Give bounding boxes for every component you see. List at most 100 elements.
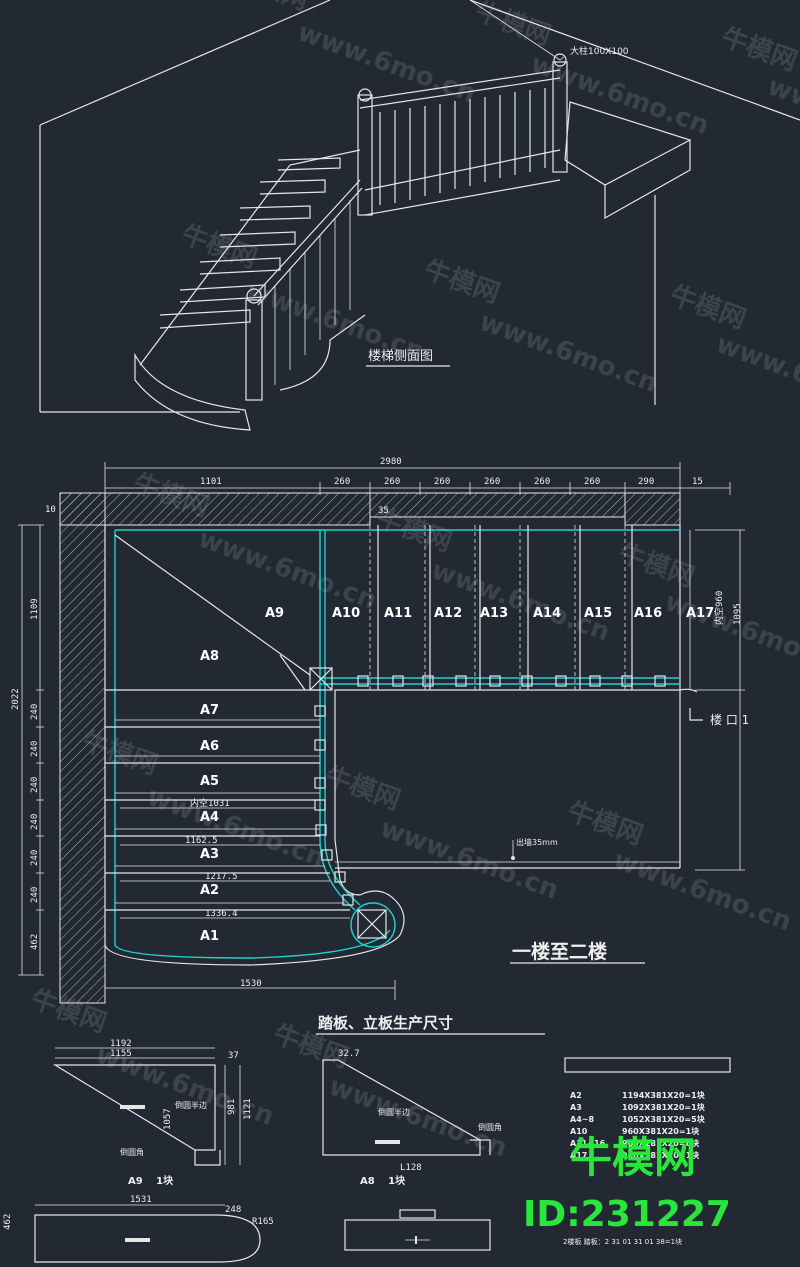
dim-260-6: 260 (584, 477, 600, 487)
a9-h3: 1121 (243, 1098, 253, 1120)
dim-462: 462 (30, 934, 40, 950)
dim-10: 10 (45, 505, 56, 515)
side-view: 大柱100X100 楼梯侧面图 (39, 0, 800, 431)
a1-d1: 248 (225, 1205, 241, 1215)
dim-1109: 1109 (30, 598, 40, 620)
opening-label: 楼 口 1 (710, 712, 749, 727)
a8-bottom: L128 (400, 1163, 422, 1173)
spec-row-3-name: A4~8 (570, 1115, 594, 1124)
tread-a14: A14 (533, 606, 561, 621)
big-column-label: 大柱100X100 (570, 45, 629, 57)
production-details: 踏板、立板生产尺寸 1192 1155 37 981 1121 1057 462… (3, 1014, 731, 1263)
dim-240-4: 240 (30, 814, 40, 830)
footer-note: 2楼板 踏板：2 31 01 31 01 38=1块 (563, 1237, 682, 1246)
a8-round-corner: 倒圆角 (478, 1122, 502, 1132)
dim-240-5: 240 (30, 850, 40, 866)
watermark-url: www.6mo.cn (712, 329, 800, 421)
dim-35-top: 35 (378, 506, 389, 516)
tread-a5: A5 (200, 774, 219, 789)
a8-label: A8 1块 (360, 1174, 406, 1187)
spec-row-6-spec: 960X381X20=1块 (622, 1150, 700, 1160)
dim-1101: 1101 (200, 477, 222, 487)
a9-h2: 981 (227, 1099, 237, 1115)
dim-1095: 1095 (733, 603, 743, 625)
spec-row-5-spec: 960X281X20=6块 (622, 1138, 700, 1148)
dim-260-2: 260 (384, 477, 400, 487)
dim-240-2: 240 (30, 741, 40, 757)
inner-960: 内空960 (713, 591, 725, 625)
tread-a11: A11 (384, 606, 412, 621)
tread-a12: A12 (434, 606, 462, 621)
spec-row-3-spec: 1052X381X20=5块 (622, 1114, 706, 1124)
dim-260-4: 260 (484, 477, 500, 487)
tread-a10: A10 (332, 606, 360, 621)
tread-a17: A17 (686, 606, 714, 621)
watermark-url: www.6mo.cn (143, 782, 329, 874)
tread-a16: A16 (634, 606, 662, 621)
watermark: 牛模网 (563, 796, 647, 851)
watermark-url: www.6mo.cn (609, 845, 795, 937)
plan-title: 一楼至二楼 (512, 940, 607, 963)
a9-board-note: 倒圆半边 (175, 1100, 207, 1110)
inner-1031: 内空1031 (190, 797, 230, 809)
production-title: 踏板、立板生产尺寸 (318, 1014, 453, 1032)
tread-a7: A7 (200, 703, 219, 718)
watermark: 牛模网 (615, 538, 699, 593)
tread-a9: A9 (265, 606, 284, 621)
width-1336: 1336.4 (205, 909, 238, 919)
spec-row-4-name: A10 (570, 1127, 588, 1136)
watermark: 牛模网 (717, 22, 800, 77)
watermark: 牛模网 (471, 0, 555, 52)
tread-a15: A15 (584, 606, 612, 621)
dim-2022: 2022 (11, 688, 21, 710)
dim-15: 15 (692, 477, 703, 487)
tread-a8: A8 (200, 649, 219, 664)
a8-h: 1057 (163, 1108, 173, 1130)
tread-a6: A6 (200, 739, 219, 754)
side-view-title: 楼梯侧面图 (368, 349, 433, 364)
plan-view: 2980 1101 260 260 260 260 260 260 290 15… (11, 457, 749, 1004)
a1-d2: R165 (252, 1217, 274, 1227)
a9-w1: 1192 (110, 1039, 132, 1049)
watermark-url: www.6mo.cn (92, 1040, 278, 1132)
watermark: 牛模网 (177, 220, 261, 275)
watermark-url: www.6mo.cn (194, 524, 380, 616)
a8-w: 32.7 (338, 1049, 360, 1059)
a1-h: 462 (3, 1214, 13, 1230)
tread-a1: A1 (200, 929, 219, 944)
spec-row-1-name: A2 (570, 1091, 582, 1100)
dim-total: 2980 (380, 457, 402, 467)
dim-1530: 1530 (240, 979, 262, 989)
watermark-url: www.6mo.cn (428, 555, 614, 647)
a8-board-note: 倒圆半边 (378, 1107, 410, 1117)
width-1217: 1217.5 (205, 872, 238, 882)
watermark-url: www.6mo.cn (376, 813, 562, 905)
watermark: 牛模网 (666, 280, 750, 335)
tread-a3: A3 (200, 847, 219, 862)
dim-260-3: 260 (434, 477, 450, 487)
brand-name: 牛模网 (570, 1133, 696, 1182)
tread-a4: A4 (200, 810, 219, 825)
watermark-url: www.6mo.cn (325, 1071, 511, 1163)
a1-w: 1531 (130, 1195, 152, 1205)
spec-table: A2 1194X381X20=1块 A3 1092X381X20=1块 A4~8… (570, 1090, 706, 1160)
watermark: 牛模网 (229, 0, 313, 16)
spec-row-2-name: A3 (570, 1103, 582, 1112)
watermark-url: www.6mo.cn (661, 587, 800, 679)
dim-290: 290 (638, 477, 654, 487)
dim-260-1: 260 (334, 477, 350, 487)
width-1162: 1162.5 (185, 836, 218, 846)
watermark-url: www.6mo.cn (475, 307, 661, 399)
spec-row-6-name: A17 (570, 1151, 587, 1160)
brand-id: ID:231227 (523, 1194, 731, 1235)
a9-h1: 37 (228, 1051, 239, 1061)
tread-a2: A2 (200, 883, 219, 898)
a9-w2: 1155 (110, 1049, 132, 1059)
spec-row-5-name: A11~16 (570, 1139, 606, 1148)
dim-240-3: 240 (30, 777, 40, 793)
dim-260-5: 260 (534, 477, 550, 487)
protrude-label: 出墙35mm (516, 837, 558, 847)
watermark-url: www.6mo.cn (527, 49, 713, 141)
watermark: 牛模网 (321, 761, 405, 816)
